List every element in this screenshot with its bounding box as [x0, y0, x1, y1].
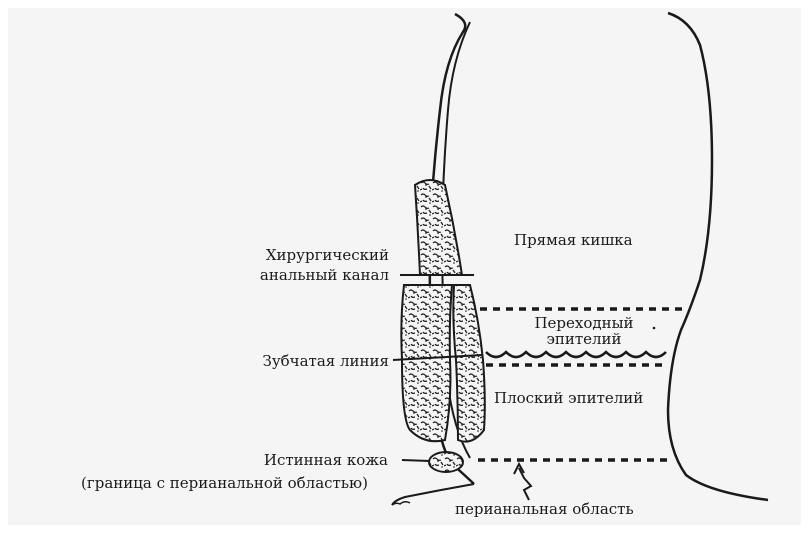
- true-skin-pointer: [402, 460, 430, 461]
- upper-muscle-column: [415, 180, 462, 275]
- label-perianal-area: перианальная область: [455, 500, 634, 518]
- label-transitional-line2: эпителий: [504, 330, 664, 348]
- label-surgical-canal-line1: Хирургический: [236, 246, 389, 264]
- label-perianal-border: (граница с перианальной областью): [81, 474, 368, 492]
- label-true-skin: Истинная кожа: [230, 451, 388, 469]
- label-rectum: Прямая кишка: [514, 231, 633, 249]
- subcutaneous-oval: [429, 452, 463, 472]
- label-dentate-line: Зубчатая линия: [226, 352, 389, 370]
- dentate-scallop: [486, 352, 666, 357]
- label-surgical-canal-line2: анальный канал: [236, 266, 389, 284]
- right-wall: [668, 13, 768, 500]
- external-sphincter-left: [401, 285, 452, 441]
- label-squamous-epithelium: Плоский эпителий: [494, 389, 643, 407]
- perianal-arrow: [519, 468, 531, 500]
